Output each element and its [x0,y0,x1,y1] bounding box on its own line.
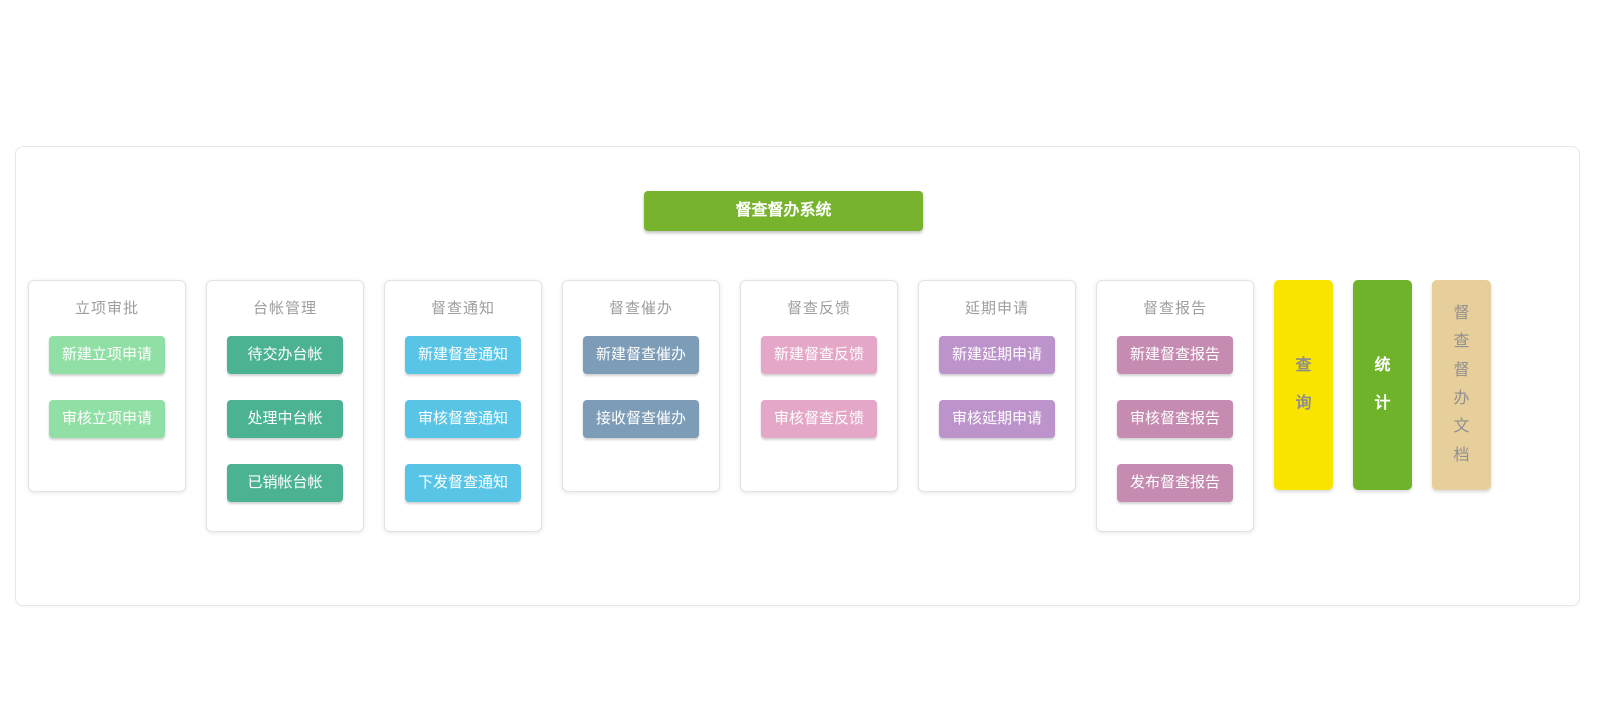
category-panel-supervision-urging: 督查催办 新建督查催办 接收督查催办 [562,280,720,492]
category-panel-ledger-management: 台帐管理 待交办台帐 处理中台帐 已销帐台帐 [206,280,364,532]
review-extension-request-button[interactable]: 审核延期申请 [939,400,1055,438]
system-menu-container: 督查督办系统 立项审批 新建立项申请 审核立项申请 台帐管理 待交办台帐 处理中… [15,146,1580,606]
panel-title: 台帐管理 [252,300,317,317]
publish-supervision-report-button[interactable]: 发布督查报告 [1117,464,1233,502]
in-progress-ledger-button[interactable]: 处理中台帐 [227,400,343,438]
issue-supervision-notice-button[interactable]: 下发督查通知 [405,464,521,502]
review-supervision-notice-button[interactable]: 审核督查通知 [405,400,521,438]
panel-title: 督查反馈 [786,300,851,317]
statistics-bar-label: 统计 [1374,356,1391,412]
new-supervision-urging-button[interactable]: 新建督查催办 [583,336,699,374]
category-panel-extension-request: 延期申请 新建延期申请 审核延期申请 [918,280,1076,492]
panel-title: 督查报告 [1142,300,1207,317]
supervision-documents-bar-label: 督查督办文档 [1453,304,1470,464]
new-extension-request-button[interactable]: 新建延期申请 [939,336,1055,374]
panel-title: 督查催办 [608,300,673,317]
category-panel-supervision-report: 督查报告 新建督查报告 审核督查报告 发布督查报告 [1096,280,1254,532]
receive-supervision-urging-button[interactable]: 接收督查催办 [583,400,699,438]
new-supervision-report-button[interactable]: 新建督查报告 [1117,336,1233,374]
system-title-button[interactable]: 督查督办系统 [644,191,923,231]
review-supervision-report-button[interactable]: 审核督查报告 [1117,400,1233,438]
panel-title: 立项审批 [74,300,139,317]
closed-ledger-button[interactable]: 已销帐台帐 [227,464,343,502]
supervision-documents-bar-button[interactable]: 督查督办文档 [1432,280,1491,490]
review-supervision-feedback-button[interactable]: 审核督查反馈 [761,400,877,438]
statistics-bar-button[interactable]: 统计 [1353,280,1412,490]
category-panel-supervision-notice: 督查通知 新建督查通知 审核督查通知 下发督查通知 [384,280,542,532]
category-panel-supervision-feedback: 督查反馈 新建督查反馈 审核督查反馈 [740,280,898,492]
category-panel-project-approval: 立项审批 新建立项申请 审核立项申请 [28,280,186,492]
new-supervision-notice-button[interactable]: 新建督查通知 [405,336,521,374]
category-columns-row: 立项审批 新建立项申请 审核立项申请 台帐管理 待交办台帐 处理中台帐 已销帐台… [28,280,1491,532]
new-supervision-feedback-button[interactable]: 新建督查反馈 [761,336,877,374]
pending-assignment-ledger-button[interactable]: 待交办台帐 [227,336,343,374]
query-bar-button[interactable]: 查询 [1274,280,1333,490]
query-bar-label: 查询 [1295,356,1312,412]
panel-title: 督查通知 [430,300,495,317]
new-project-application-button[interactable]: 新建立项申请 [49,336,165,374]
panel-title: 延期申请 [964,300,1029,317]
review-project-application-button[interactable]: 审核立项申请 [49,400,165,438]
